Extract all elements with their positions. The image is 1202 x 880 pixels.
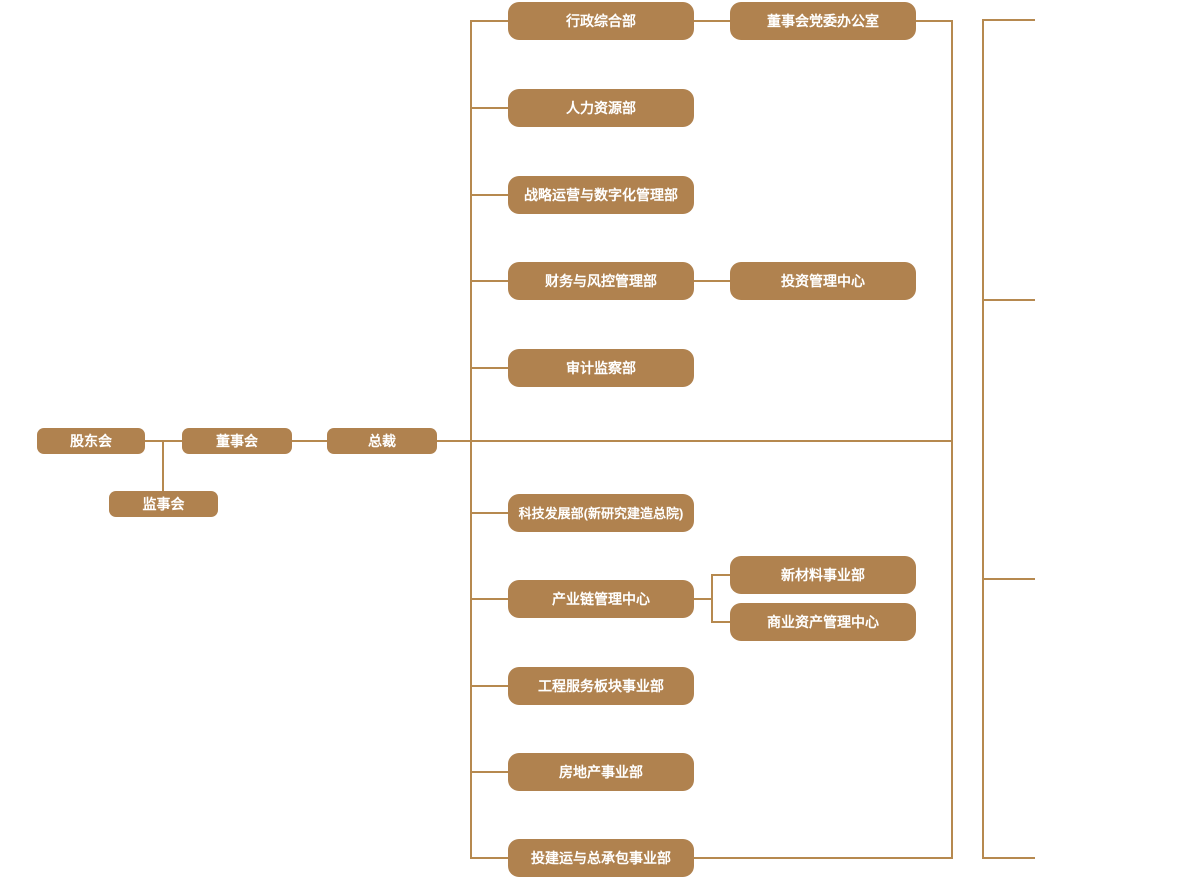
connector-admin-party-office (694, 20, 730, 22)
node-investment-epc: 投建运与总承包事业部 (508, 839, 694, 877)
node-shareholders: 股东会 (37, 428, 145, 454)
node-tech-development: 科技发展部(新研究建造总院) (508, 494, 694, 532)
node-engineering-services: 工程服务板块事业部 (508, 667, 694, 705)
connector-far-right-stub-3 (982, 578, 1035, 580)
node-investment-center: 投资管理中心 (730, 262, 916, 300)
node-president: 总裁 (327, 428, 437, 454)
connector-far-right-vertical (982, 19, 984, 859)
connector-board-president (292, 440, 327, 442)
connector-supervisory-drop (162, 441, 164, 491)
connector-party-office-right (916, 20, 953, 22)
node-real-estate: 房地产事业部 (508, 753, 694, 791)
connector-stub-real-estate (470, 771, 508, 773)
node-human-resources: 人力资源部 (508, 89, 694, 127)
connector-stub-engineering-services (470, 685, 508, 687)
connector-stub-tech-development (470, 512, 508, 514)
node-audit-supervision: 审计监察部 (508, 349, 694, 387)
connector-new-materials-stub (711, 574, 730, 576)
connector-far-right-stub-1 (982, 19, 1035, 21)
connector-spine (470, 20, 472, 859)
connector-stub-investment-epc (470, 857, 508, 859)
node-commercial-assets: 商业资产管理中心 (730, 603, 916, 641)
connector-right-vertical (951, 20, 953, 859)
connector-stub-human-resources (470, 107, 508, 109)
node-board-of-directors: 董事会 (182, 428, 292, 454)
connector-industry-chain-out (694, 598, 713, 600)
node-new-materials: 新材料事业部 (730, 556, 916, 594)
connector-stub-strategy-digital (470, 194, 508, 196)
connector-stub-admin-general (470, 20, 508, 22)
connector-far-right-stub-2 (982, 299, 1035, 301)
node-board-party-office: 董事会党委办公室 (730, 2, 916, 40)
connector-commercial-assets-stub (711, 621, 730, 623)
connector-stub-audit (470, 367, 508, 369)
connector-industry-chain-bracket (711, 574, 713, 623)
connector-stub-finance-risk (470, 280, 508, 282)
connector-finance-investment-center (694, 280, 730, 282)
node-industry-chain: 产业链管理中心 (508, 580, 694, 618)
connector-president-main (437, 440, 953, 442)
node-strategy-digital: 战略运营与数字化管理部 (508, 176, 694, 214)
connector-stub-industry-chain (470, 598, 508, 600)
connector-investment-epc-right (694, 857, 953, 859)
node-supervisory-board: 监事会 (109, 491, 218, 517)
node-admin-general: 行政综合部 (508, 2, 694, 40)
connector-far-right-stub-4 (982, 857, 1035, 859)
node-finance-risk: 财务与风控管理部 (508, 262, 694, 300)
